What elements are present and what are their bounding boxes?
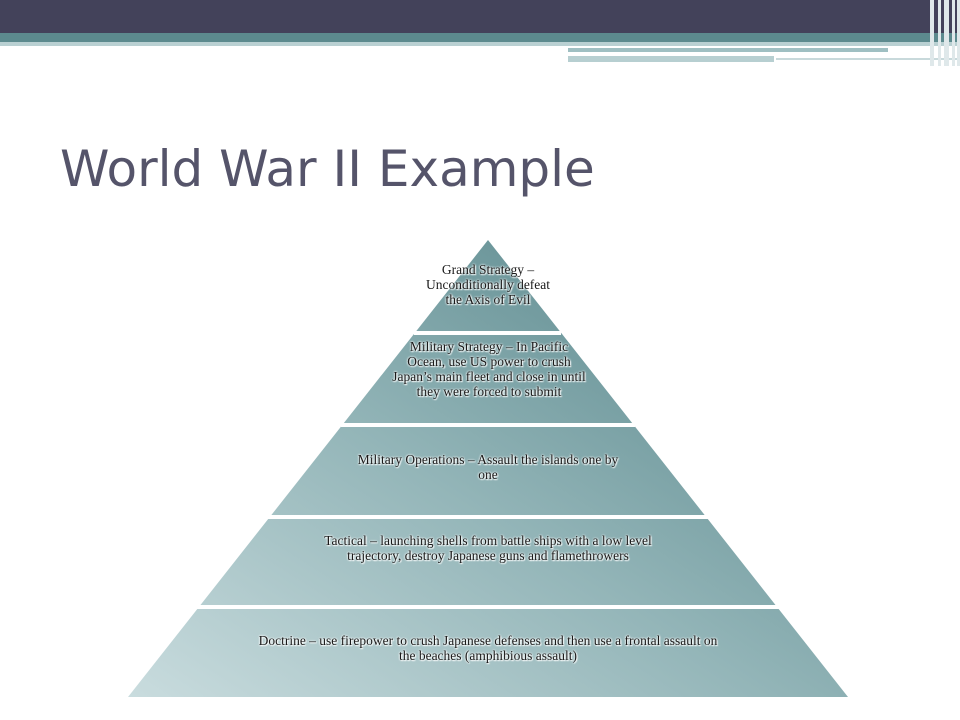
pyramid-level-grand-strategy: Grand Strategy – Unconditionally defeat … <box>425 262 551 307</box>
stripe <box>944 0 949 66</box>
decoration-line <box>568 48 888 52</box>
stripe <box>952 0 955 66</box>
pyramid-level-military-strategy: Military Strategy – In Pacific Ocean, us… <box>392 339 586 399</box>
stripe <box>930 0 934 66</box>
corner-stripes <box>930 0 960 66</box>
decoration-line <box>776 58 960 60</box>
pyramid-body <box>128 240 848 697</box>
header-decoration <box>568 46 960 64</box>
pyramid-level-doctrine: Doctrine – use firepower to crush Japane… <box>258 633 718 663</box>
pyramid-level-tactical: Tactical – launching shells from battle … <box>324 533 652 563</box>
stripe <box>938 0 941 66</box>
stripe <box>957 0 960 66</box>
decoration-line <box>568 56 774 62</box>
slide-title: World War II Example <box>60 140 595 198</box>
header-light-band <box>0 42 960 46</box>
pyramid-level-military-operations: Military Operations – Assault the island… <box>357 452 619 482</box>
header-accent-band <box>0 33 960 42</box>
header-bar <box>0 0 960 33</box>
